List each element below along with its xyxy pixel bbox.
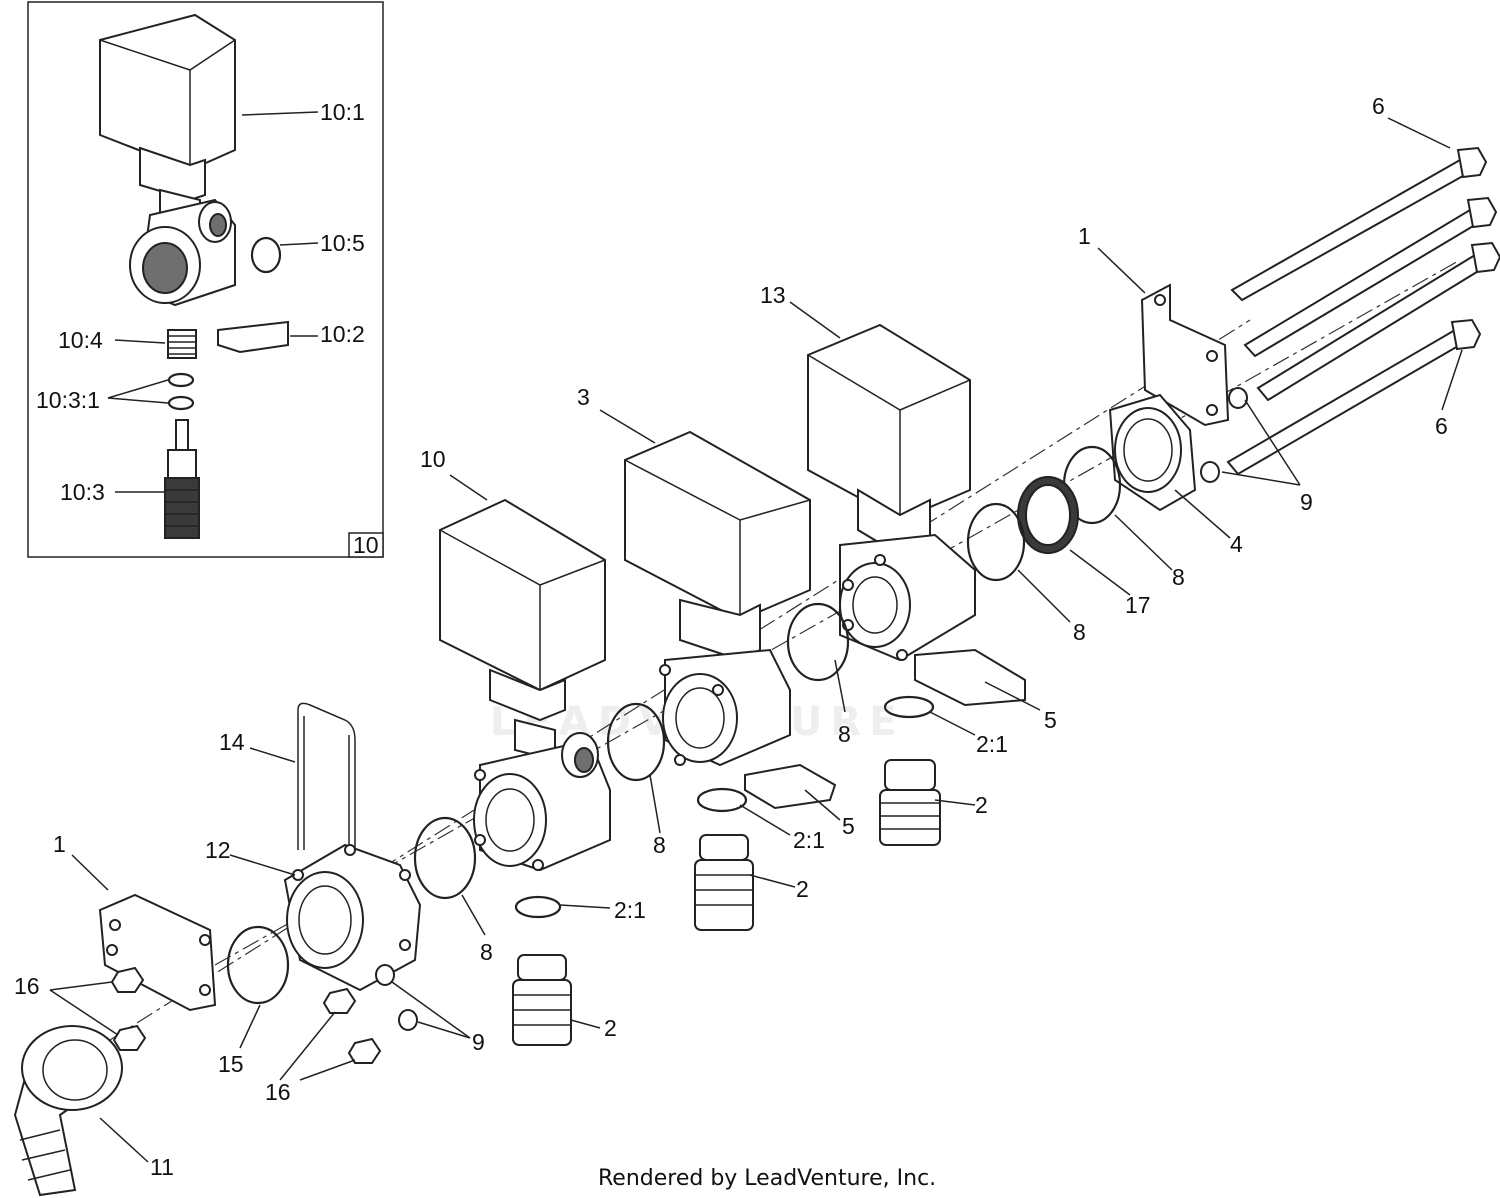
ring-17: [1017, 476, 1079, 554]
callout-2-b: 2: [796, 876, 809, 902]
callout-9-left: 9: [472, 1029, 485, 1055]
callout-8-a: 8: [1172, 564, 1185, 590]
oring-8-e: [413, 816, 477, 900]
inset-detail-10: 10: [27, 1, 384, 558]
bolts-6: [1226, 146, 1500, 476]
bracket-1-left: [98, 893, 217, 1012]
callout-2-a: 2: [975, 792, 988, 818]
callout-8-c: 8: [838, 721, 851, 747]
oring-2-1-mid: [696, 787, 748, 813]
adapter-12: [283, 843, 422, 992]
inset-label: 10: [353, 532, 379, 558]
callout-10-4: 10:4: [58, 327, 103, 353]
callout-2-1-b: 2:1: [793, 827, 825, 853]
callout-11: 11: [150, 1154, 174, 1180]
inset-oring-10-3-1-a: [167, 372, 195, 388]
inset-stem-10-3: [164, 419, 200, 539]
oring-8-b: [966, 502, 1026, 582]
callout-16-b: 16: [265, 1079, 291, 1105]
washer-9-right-b: [1200, 461, 1220, 483]
valve-10: [439, 498, 611, 872]
callout-4: 4: [1230, 531, 1243, 557]
callout-5-b: 5: [842, 813, 855, 839]
washer-9-left-b: [398, 1009, 418, 1031]
callout-6-top: 6: [1372, 93, 1385, 119]
callout-2-1-a: 2:1: [976, 731, 1008, 757]
callout-10: 10: [420, 446, 446, 472]
leader-lines: [49, 117, 1463, 1163]
callout-10-1: 10:1: [320, 99, 365, 125]
callout-10-3-1: 10:3:1: [36, 387, 100, 413]
washer-9-left-a: [375, 964, 395, 986]
nut-16-c: [322, 987, 357, 1014]
inset-label-box: [348, 532, 384, 558]
callout-5-a: 5: [1044, 707, 1057, 733]
callouts: 6 6 1 13 3 10 9 4 8 17 8 8 5 2:1 2 8 2:1…: [14, 93, 1448, 1180]
callout-1-right: 1: [1078, 223, 1091, 249]
oring-8-d: [606, 702, 666, 782]
footer-credit: Rendered by LeadVenture, Inc.: [598, 1166, 936, 1191]
valve-13: [807, 323, 1026, 707]
inset-valve-body: [129, 198, 236, 307]
inset-oring-10-5: [250, 236, 282, 274]
callout-15: 15: [218, 1051, 244, 1077]
callout-13: 13: [760, 282, 786, 308]
nut-16-b: [112, 1024, 147, 1051]
inset-actuator: [99, 13, 236, 227]
callout-10-3: 10:3: [60, 479, 105, 505]
clip-14: [297, 702, 356, 850]
callout-17: 17: [1125, 592, 1151, 618]
inset-spring-10-4: [167, 329, 197, 359]
elbow-11: [13, 1025, 123, 1197]
callout-8-e: 8: [480, 939, 493, 965]
end-cap-4: [1108, 393, 1197, 512]
callout-6-right: 6: [1435, 413, 1448, 439]
oring-2-1-right: [883, 695, 935, 719]
inset-frame: [27, 1, 384, 558]
callout-10-2: 10:2: [320, 321, 365, 347]
fitting-2-mid: [694, 834, 754, 931]
callout-2-1-c: 2:1: [614, 897, 646, 923]
oring-8-c: [786, 602, 850, 682]
valve-3: [624, 430, 837, 810]
oring-2-1-left: [514, 895, 562, 919]
callout-8-b: 8: [1073, 619, 1086, 645]
callout-2-c: 2: [604, 1015, 617, 1041]
nut-16-d: [347, 1037, 382, 1064]
inset-oring-10-3-1-b: [167, 395, 195, 411]
fitting-2-right: [879, 759, 941, 846]
washer-9-right-a: [1228, 387, 1248, 409]
inset-clip-10-2: [217, 320, 289, 354]
oring-15: [226, 925, 290, 1005]
callout-16-a: 16: [14, 973, 40, 999]
callout-1-left: 1: [53, 831, 66, 857]
callout-8-d: 8: [653, 832, 666, 858]
callout-3: 3: [577, 384, 590, 410]
callout-12: 12: [205, 837, 231, 863]
callout-14: 14: [219, 729, 245, 755]
callout-9-right: 9: [1300, 489, 1313, 515]
fitting-2-left: [512, 954, 572, 1046]
callout-10-5: 10:5: [320, 230, 365, 256]
